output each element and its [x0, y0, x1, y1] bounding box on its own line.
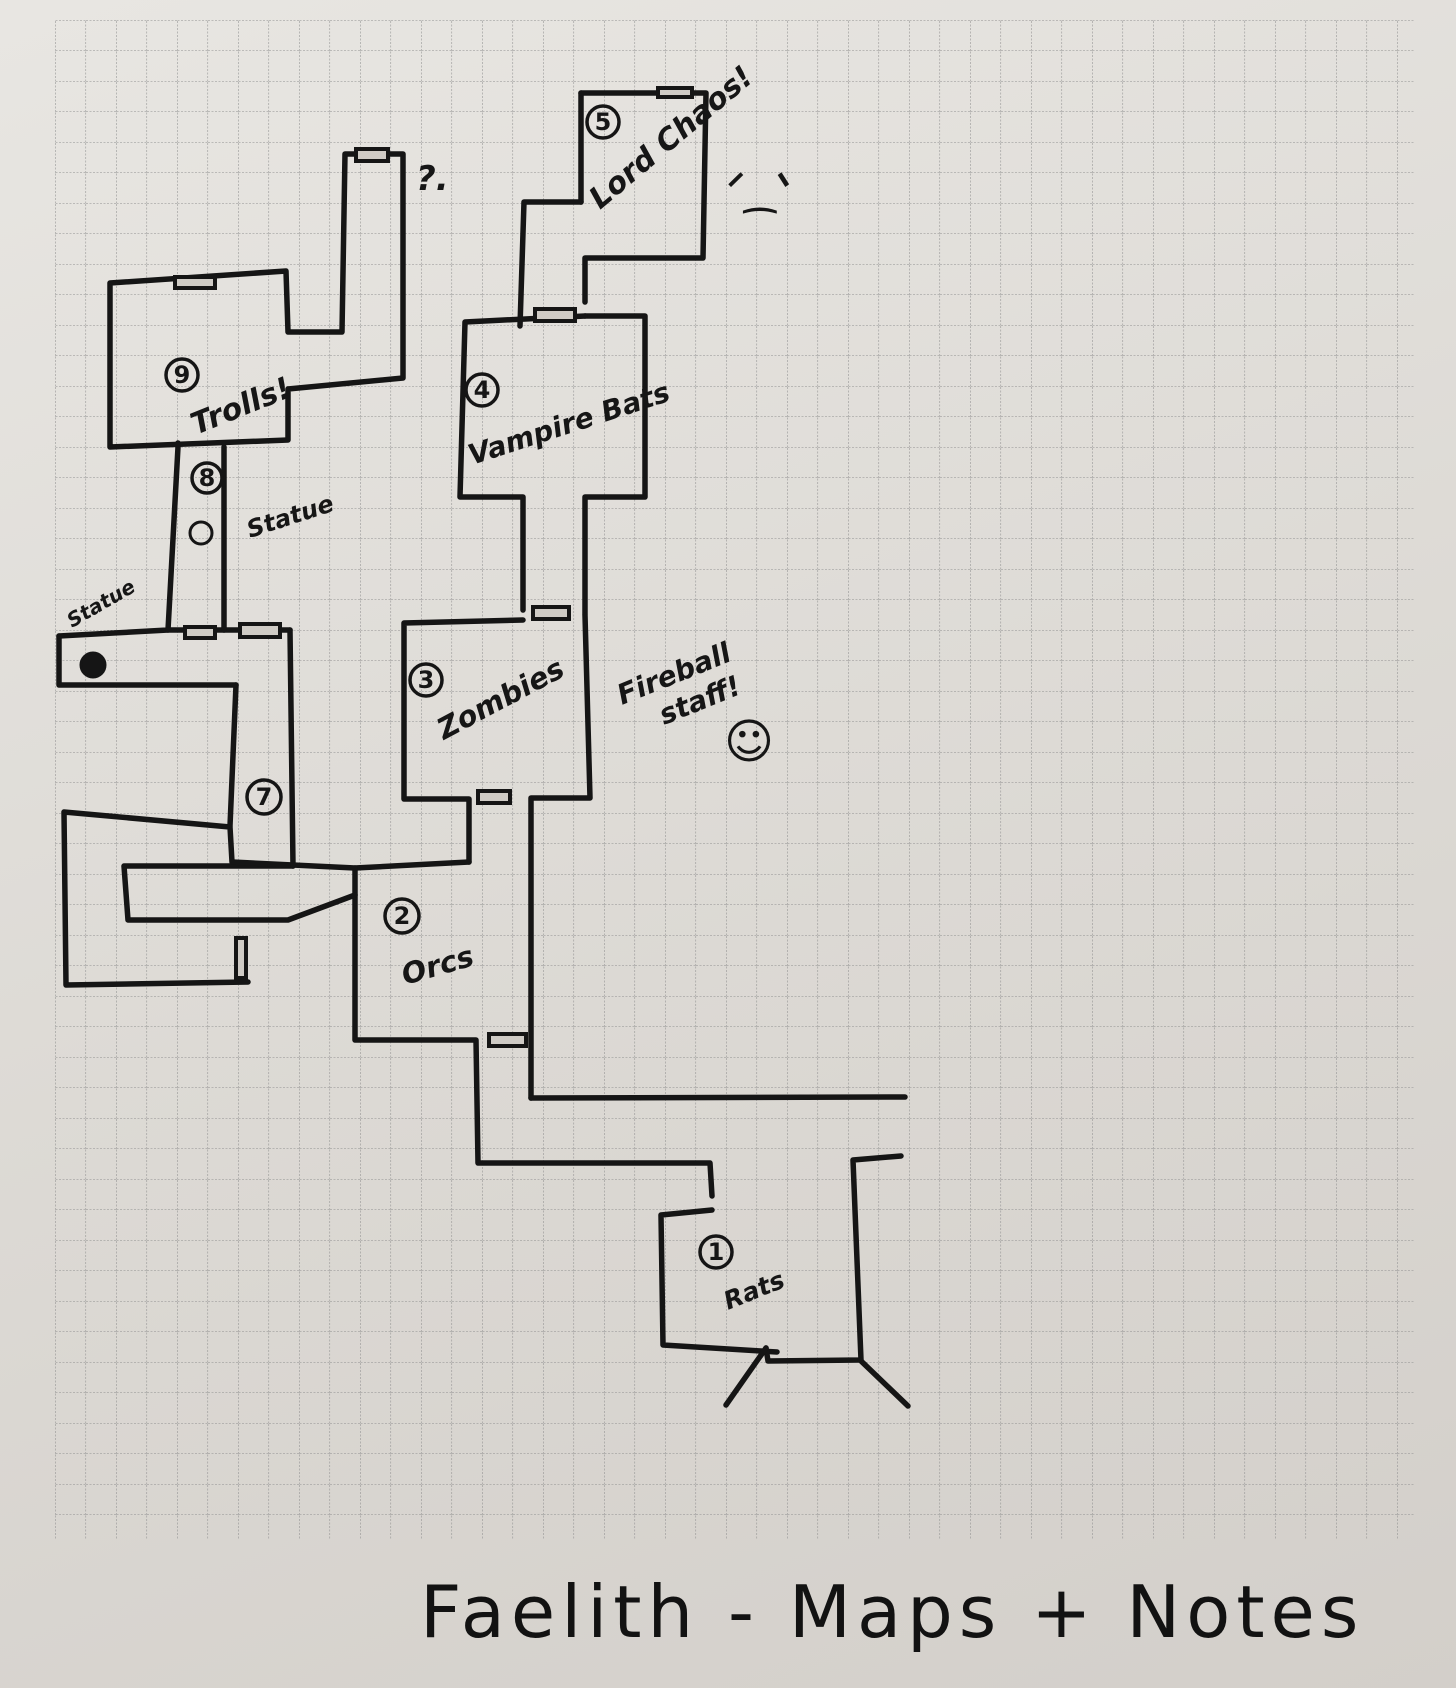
- svg-text:2: 2: [394, 902, 411, 930]
- svg-text:5: 5: [595, 108, 612, 136]
- door: [531, 605, 571, 621]
- door: [173, 275, 217, 290]
- svg-text:4: 4: [474, 376, 491, 404]
- svg-text:7: 7: [256, 783, 273, 811]
- page-title: Faelith - Maps + Notes: [420, 1570, 1365, 1654]
- door: [183, 625, 217, 640]
- room-1-number: 1: [698, 1234, 734, 1270]
- room-8-number: 8: [190, 461, 224, 495]
- room-2-number: 2: [383, 897, 421, 935]
- room-4-walls: [457, 307, 648, 617]
- door: [238, 622, 282, 639]
- room-5-walls: [517, 86, 709, 329]
- question-note: ?.: [416, 159, 449, 199]
- statue-marker: [188, 520, 214, 546]
- door: [354, 147, 390, 163]
- door: [234, 936, 248, 980]
- room-4-number: 4: [464, 372, 500, 408]
- door: [533, 307, 577, 323]
- statue-marker: [79, 651, 107, 679]
- room-5-number: 5: [585, 104, 621, 140]
- room-numbers: 5 4 3 2 1 7 8 9: [164, 104, 734, 1270]
- room-1-walls: [658, 1153, 911, 1409]
- svg-text:3: 3: [418, 666, 435, 694]
- svg-text:9: 9: [174, 361, 191, 389]
- room-7-walls: [61, 627, 358, 988]
- room-3-walls: [401, 605, 593, 1101]
- room-7-number: 7: [245, 778, 283, 816]
- room-9-number: 9: [164, 357, 200, 393]
- svg-text:8: 8: [199, 464, 216, 492]
- room-9-walls: [107, 147, 406, 450]
- room-3-number: 3: [408, 662, 444, 698]
- door: [476, 789, 512, 805]
- door: [487, 1032, 528, 1048]
- smile-face-icon: ☺: [724, 714, 774, 770]
- door: [656, 86, 694, 99]
- frown-face-icon: ᐟ⁔ᐠ: [728, 165, 792, 214]
- svg-text:1: 1: [708, 1238, 725, 1266]
